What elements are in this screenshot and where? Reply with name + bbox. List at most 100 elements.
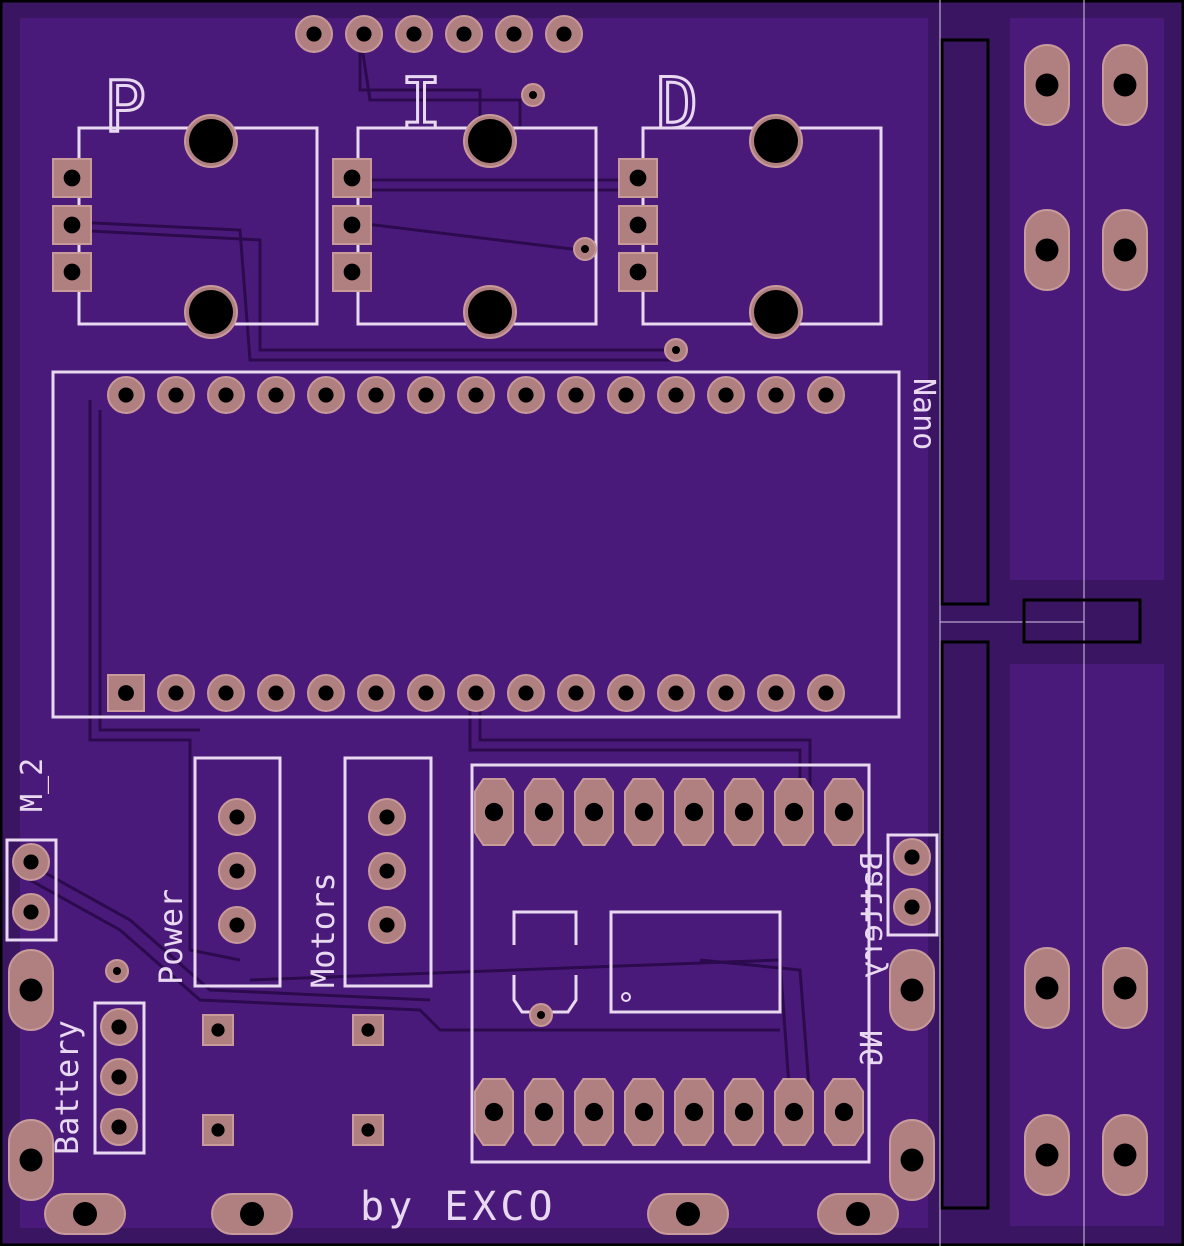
oval-pad-right-drill bbox=[900, 978, 924, 1002]
pot-mount-hole-drill bbox=[468, 119, 512, 163]
power-header-pin-drill bbox=[229, 863, 245, 879]
nano-top-pin-drill bbox=[768, 387, 784, 403]
oval-pad-left-drill bbox=[19, 978, 43, 1002]
pot-pin-drill bbox=[343, 169, 361, 187]
driver-bottom-pin-drill bbox=[734, 1102, 754, 1122]
nano-bottom-pin-drill bbox=[468, 685, 484, 701]
nano-top-pin-drill bbox=[718, 387, 734, 403]
right-connector-box bbox=[1022, 598, 1142, 644]
label-motors: Motors bbox=[304, 872, 342, 988]
driver-chip bbox=[609, 910, 782, 1014]
ng-header-pin-drill bbox=[904, 899, 920, 915]
pot-pin-drill bbox=[629, 216, 647, 234]
battery-header-outline bbox=[93, 1001, 146, 1155]
nano-bottom-pin-drill bbox=[218, 685, 234, 701]
driver-bottom-pin-drill bbox=[484, 1102, 504, 1122]
nano-top-pin-drill bbox=[818, 387, 834, 403]
driver-top-pin-drill bbox=[584, 802, 604, 822]
oval-pad-right-strip-drill bbox=[1035, 1143, 1059, 1167]
driver-bottom-pin-drill bbox=[784, 1102, 804, 1122]
nano-top-pin-drill bbox=[218, 387, 234, 403]
nano-bottom-pin-drill bbox=[118, 685, 134, 701]
driver-top-pin-drill bbox=[734, 802, 754, 822]
nano-bottom-pin-drill bbox=[368, 685, 384, 701]
small-square-pad-drill bbox=[211, 1123, 225, 1137]
nano-bottom-pin-drill bbox=[768, 685, 784, 701]
nano-bottom-pin-drill bbox=[168, 685, 184, 701]
nano-top-pin-drill bbox=[618, 387, 634, 403]
battery-header-pin-drill bbox=[111, 1119, 127, 1135]
nano-top-pin-drill bbox=[668, 387, 684, 403]
pot-pin-drill bbox=[343, 216, 361, 234]
oval-pad-right-strip-drill bbox=[1113, 976, 1137, 1000]
nano-bottom-pin-drill bbox=[668, 685, 684, 701]
driver-bottom-pin-drill bbox=[534, 1102, 554, 1122]
nano-top-pin-drill bbox=[268, 387, 284, 403]
battery-header-pin-drill bbox=[111, 1069, 127, 1085]
label-m2: M_2 bbox=[15, 758, 50, 812]
power-header-outline bbox=[193, 756, 282, 988]
ng-header-pin-drill bbox=[904, 849, 920, 865]
oval-pad-bottom-drill bbox=[240, 1202, 264, 1226]
nano-top-pin-drill bbox=[168, 387, 184, 403]
oval-pad-right-strip-drill bbox=[1113, 73, 1137, 97]
nano-top-pin-drill bbox=[518, 387, 534, 403]
motors-header-pin-drill bbox=[379, 809, 395, 825]
pot-mount-hole-drill bbox=[189, 290, 233, 334]
oval-pad-right-drill bbox=[900, 1148, 924, 1172]
oval-pad-right-strip-drill bbox=[1113, 1143, 1137, 1167]
driver-outline bbox=[470, 763, 871, 1164]
driver-bottom-pin-drill bbox=[584, 1102, 604, 1122]
oval-pad-bottom-drill bbox=[676, 1202, 700, 1226]
top-header-pin-drill bbox=[556, 26, 572, 42]
small-square-pad-drill bbox=[211, 1023, 225, 1037]
right-bar-bottom bbox=[940, 640, 990, 1210]
nano-bottom-pin-drill bbox=[818, 685, 834, 701]
nano-bottom-pin-drill bbox=[618, 685, 634, 701]
oval-pad-left-drill bbox=[19, 1148, 43, 1172]
traces bbox=[29, 33, 812, 1101]
pot-pin-drill bbox=[629, 169, 647, 187]
via-drill bbox=[672, 346, 680, 354]
pot-pin-drill bbox=[63, 263, 81, 281]
nano-bottom-pin-drill bbox=[718, 685, 734, 701]
driver-top-pin-drill bbox=[784, 802, 804, 822]
nano-top-pin-drill bbox=[568, 387, 584, 403]
power-header-pin-drill bbox=[229, 917, 245, 933]
via-drill bbox=[537, 1011, 545, 1019]
copper-plane-main bbox=[20, 18, 928, 1228]
top-header-pin-drill bbox=[356, 26, 372, 42]
nano-bottom-pin-drill bbox=[568, 685, 584, 701]
label-battery: Battery bbox=[48, 1020, 86, 1155]
pot-pin-drill bbox=[629, 263, 647, 281]
nano-bottom-pin-drill bbox=[418, 685, 434, 701]
m2-header-outline bbox=[5, 838, 58, 942]
driver-bottom-pin-drill bbox=[634, 1102, 654, 1122]
pads bbox=[8, 15, 1148, 1235]
label-ng: NG bbox=[855, 1030, 890, 1066]
via-drill bbox=[581, 245, 589, 253]
driver-bottom-pin-drill bbox=[684, 1102, 704, 1122]
battery-header-pin-drill bbox=[111, 1019, 127, 1035]
nano-top-pin-drill bbox=[118, 387, 134, 403]
label-power: Power bbox=[152, 889, 190, 985]
driver-top-pin-drill bbox=[834, 802, 854, 822]
nano-bottom-pin-drill bbox=[318, 685, 334, 701]
pot-mount-hole-drill bbox=[189, 119, 233, 163]
small-square-pad-drill bbox=[361, 1123, 375, 1137]
nano-bottom-pin-drill bbox=[268, 685, 284, 701]
nano-top-pin-drill bbox=[418, 387, 434, 403]
driver-top-pin-drill bbox=[484, 802, 504, 822]
top-header-pin-drill bbox=[506, 26, 522, 42]
oval-pad-right-strip-drill bbox=[1035, 976, 1059, 1000]
nano-outline bbox=[51, 370, 901, 719]
m2-header-pin-drill bbox=[23, 854, 39, 870]
small-square-pad-drill bbox=[361, 1023, 375, 1037]
driver-top-pin-drill bbox=[534, 802, 554, 822]
label-credit: by EXCO bbox=[360, 1184, 557, 1230]
top-header-pin-drill bbox=[406, 26, 422, 42]
driver-bottom-pin-drill bbox=[834, 1102, 854, 1122]
label-battery-mirrored: Battery bbox=[855, 852, 890, 978]
pot-mount-hole-drill bbox=[468, 290, 512, 334]
